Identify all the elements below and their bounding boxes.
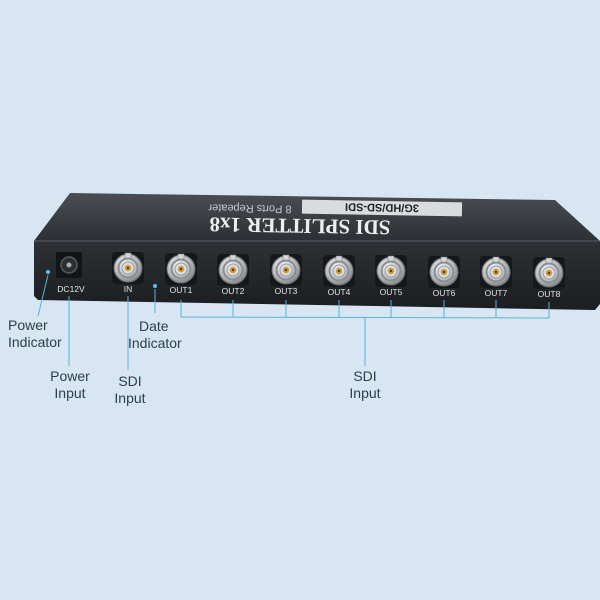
badge-label: 3G/HD/SD-SDI [345,200,419,213]
power-indicator-led [46,270,50,274]
sdi-input-callout-line1: SDI [118,373,142,389]
callout-lines [37,274,550,370]
device-top-label: SDI SPLITTER 1x8 [209,212,390,239]
bnc-connectors [112,252,565,289]
date-indicator-callout: Date Indicator [128,318,182,352]
output-bracket-bar [180,316,550,319]
sdi-output-callout: SDI Input [335,368,395,402]
port-labels: IN OUT1 OUT2 OUT3 OUT4 OUT5 OUT6 OUT7 OUT8 [124,284,561,299]
top-label-block: 3G/HD/SD-SDI 8 Ports Repeater SDI SPLITT… [208,199,463,240]
output-4-bnc-connector [323,255,355,287]
power-indicator-callout-line2: Indicator [8,334,62,350]
sdi-output-callout-line2: Input [349,385,381,401]
input-bnc-connector [112,252,144,284]
output-6-port-label: OUT6 [433,288,456,298]
output-1-bnc-connector [165,253,197,285]
power-indicator-callout-line1: Power [8,317,48,333]
badge-background [301,199,463,217]
output-5-bnc-connector [375,255,407,287]
power-indicator-leader [37,274,49,317]
power-input-callout-line2: Input [54,385,86,401]
power-input-callout: Power Input [44,368,96,402]
output-3-port-label: OUT3 [275,286,298,296]
output-2-bnc-connector [217,254,249,286]
output-2-port-label: OUT2 [222,286,245,296]
output-6-bnc-connector [428,256,460,288]
power-indicator-callout: Power Indicator [8,317,62,351]
sdi-input-callout: SDI Input [104,373,156,407]
power-input-callout-line1: Power [50,368,90,384]
date-indicator-callout-line1: Date [139,318,169,334]
device-subtitle: 8 Ports Repeater [208,201,292,214]
output-7-bnc-connector [480,256,512,288]
output-8-bnc-connector [533,257,565,289]
date-indicator-callout-line2: Indicator [128,335,182,351]
output-3-bnc-connector [270,254,302,286]
data-indicator-led [153,284,157,288]
output-5-port-label: OUT5 [380,287,403,297]
power-port-label: DC12V [57,284,85,294]
splitter-device: 3G/HD/SD-SDI 8 Ports Repeater SDI SPLITT… [34,193,600,310]
power-input-jack [56,252,82,278]
output-7-port-label: OUT7 [485,288,508,298]
output-4-port-label: OUT4 [328,287,351,297]
output-8-port-label: OUT8 [538,289,561,299]
sdi-output-callout-line1: SDI [353,368,377,384]
output-1-port-label: OUT1 [170,285,193,295]
input-port-label: IN [124,284,133,294]
sdi-input-callout-line2: Input [114,390,146,406]
